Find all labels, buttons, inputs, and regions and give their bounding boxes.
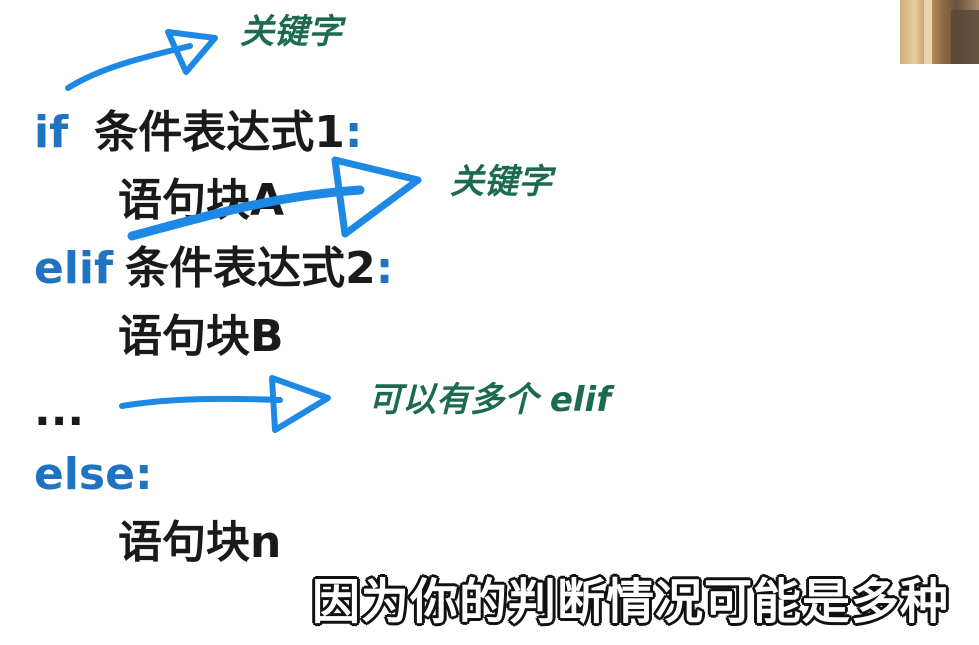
video-subtitle: 因为你的判断情况可能是多种 <box>311 573 949 631</box>
annotation-multiple-elif: 可以有多个 elif <box>368 380 611 420</box>
keyword-elif: elif <box>34 243 114 294</box>
condition-2: 条件表达式2 <box>125 243 376 294</box>
condition-1: 条件表达式1 <box>94 107 345 158</box>
annotation-keyword-top: 关键字 <box>240 12 342 52</box>
colon: : <box>375 243 394 294</box>
arrow-to-keyword-mid <box>127 185 365 241</box>
code-line-block-b: 语句块B <box>118 312 284 362</box>
arrow-to-keyword-top <box>65 43 193 91</box>
colon: : <box>134 449 153 500</box>
keyword-if: if <box>34 107 69 158</box>
code-line-if: if 条件表达式1: <box>34 108 362 158</box>
colon: : <box>344 107 363 158</box>
annotation-keyword-mid: 关键字 <box>450 162 552 202</box>
webcam-overlay <box>900 0 979 64</box>
code-line-else: else: <box>34 450 153 500</box>
code-line-block-n: 语句块n <box>118 518 281 568</box>
ellipsis: ... <box>34 385 85 436</box>
statement-block-b: 语句块B <box>118 311 284 362</box>
arrow-to-multiple-elif <box>119 395 283 409</box>
code-line-ellipsis: ... <box>34 386 84 436</box>
statement-block-n: 语句块n <box>118 517 282 568</box>
keyword-else: else <box>34 449 135 500</box>
